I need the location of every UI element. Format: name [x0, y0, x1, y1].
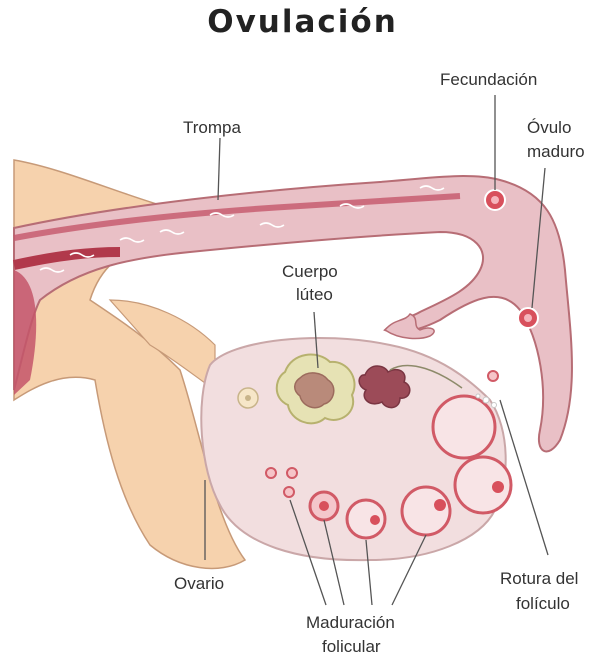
- label-maduracion-line1: Maduración: [306, 612, 395, 633]
- label-cuerpo-line1: Cuerpo: [282, 261, 338, 282]
- label-fecundacion: Fecundación: [440, 69, 537, 90]
- label-rotura-line1: Rotura del: [500, 568, 578, 589]
- label-trompa: Trompa: [183, 117, 241, 138]
- label-cuerpo-line2: lúteo: [296, 284, 333, 305]
- label-rotura-line2: folículo: [516, 593, 570, 614]
- label-ovulo-line2: maduro: [527, 141, 585, 162]
- label-ovario: Ovario: [174, 573, 224, 594]
- label-maduracion-line2: folicular: [322, 636, 381, 657]
- label-ovulo-line1: Óvulo: [527, 117, 571, 138]
- diagram-title: Ovulación: [0, 4, 605, 40]
